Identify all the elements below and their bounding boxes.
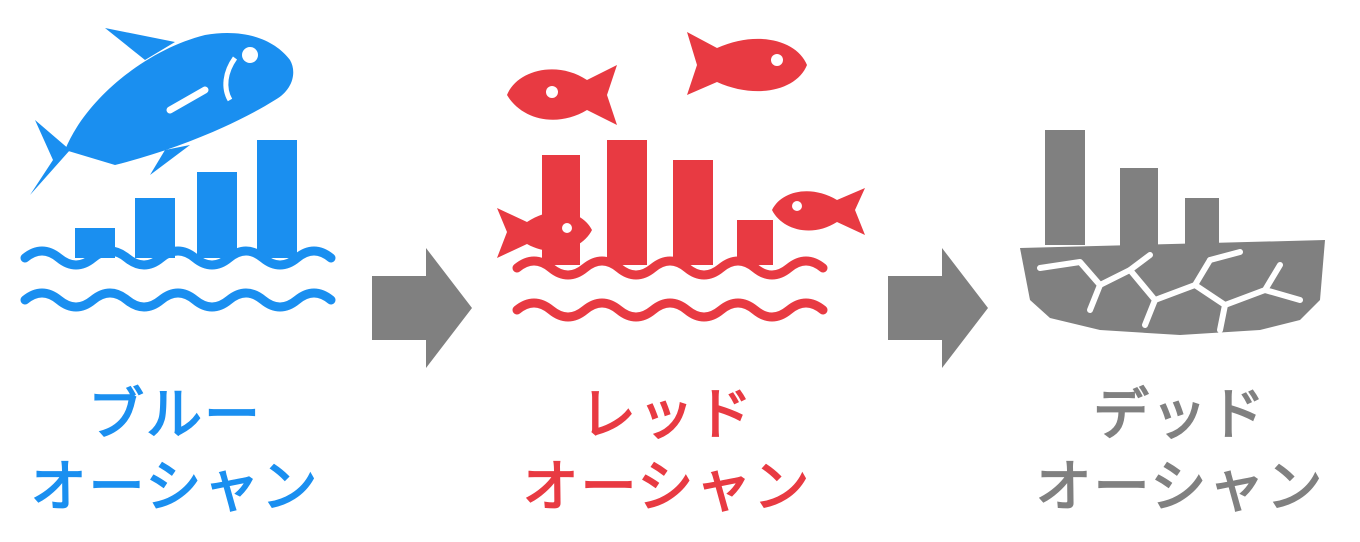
stage-label-line1: デッド [1093,383,1267,448]
stage-label-line1: ブルー [88,383,262,448]
crowded-fish-bars-icon [497,32,865,322]
stage-label-line1: レッド [580,383,754,448]
right-arrow-icon [372,248,472,368]
stage-label-line2: オーシャン [522,455,812,520]
stage-label-line2: オーシャン [30,455,320,520]
fish-over-rising-bars-icon [20,28,336,312]
dead-ocean-stage: デッド オーシャン [980,0,1360,542]
red-ocean-stage: レッド オーシャン [467,0,867,542]
blue-ocean-stage: ブルー オーシャン [0,0,375,542]
right-arrow-icon [888,248,988,368]
stage-label-line2: オーシャン [1035,455,1325,520]
cracked-dry-ground-icon [1020,130,1325,335]
